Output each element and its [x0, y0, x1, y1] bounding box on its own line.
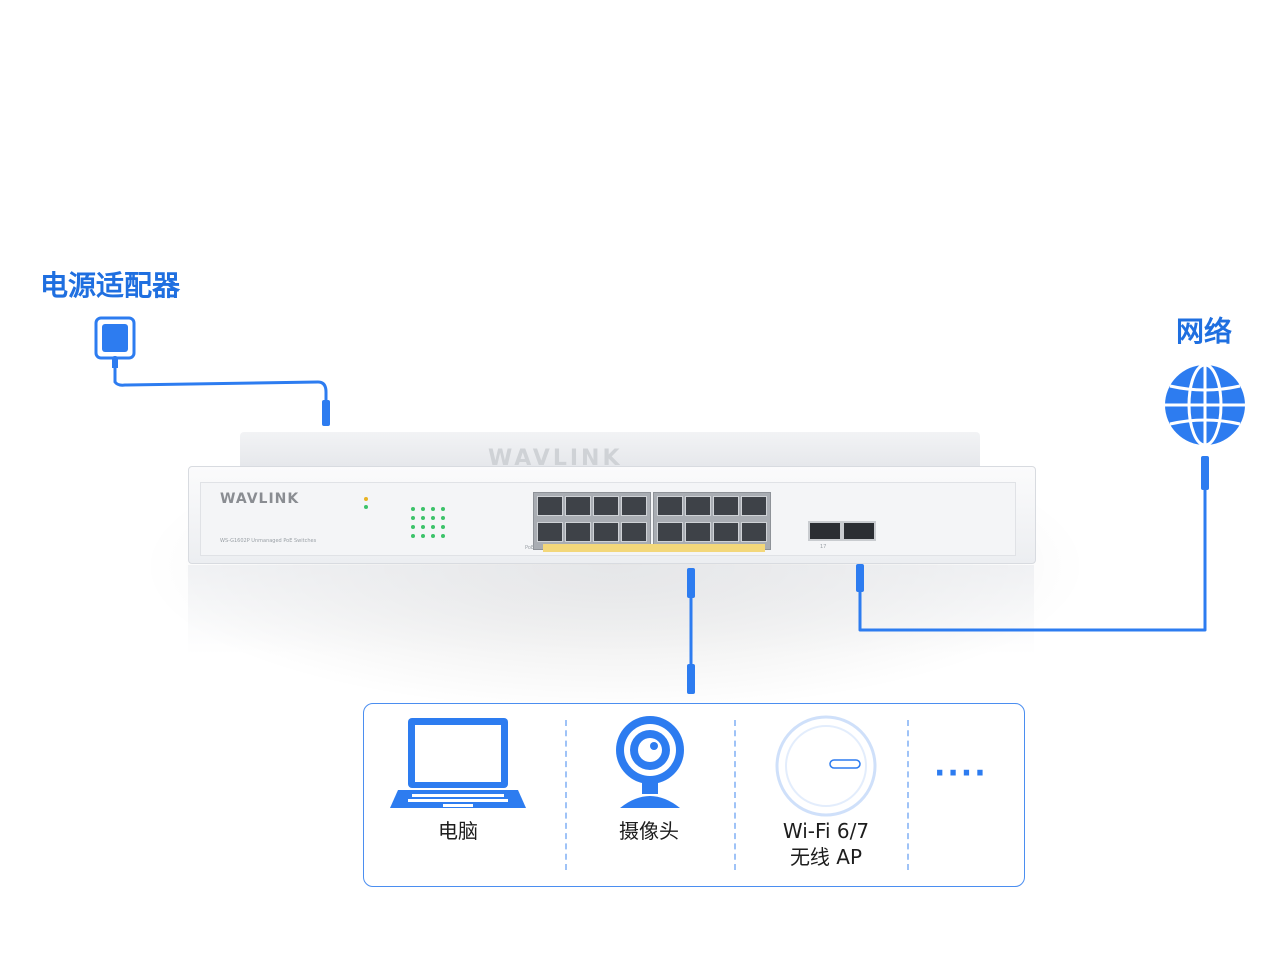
- port-led: [431, 516, 435, 520]
- port-led: [441, 507, 445, 511]
- access-point-icon: [775, 715, 877, 817]
- port-led: [411, 516, 415, 520]
- rj45-port[interactable]: [713, 496, 739, 516]
- power-cable-plug: [322, 400, 330, 426]
- port-led: [431, 525, 435, 529]
- globe-icon: [1165, 363, 1245, 447]
- sfp-port-1[interactable]: [808, 521, 842, 541]
- switch-brand-logo: WAVLINK: [220, 491, 300, 507]
- port-led: [441, 534, 445, 538]
- device-label-computer: 电脑: [438, 819, 478, 843]
- poe-indicator-strip: [543, 544, 765, 552]
- camera-icon: [616, 716, 684, 808]
- rj45-port[interactable]: [741, 522, 767, 542]
- downlink-cable-plug-bottom: [687, 664, 695, 694]
- laptop-icon: [390, 718, 526, 808]
- rj45-port[interactable]: [537, 496, 563, 516]
- rj45-port[interactable]: [621, 496, 647, 516]
- switch-reflection: [188, 565, 1034, 655]
- rj45-port[interactable]: [741, 496, 767, 516]
- port-led: [421, 525, 425, 529]
- rj45-port[interactable]: [593, 496, 619, 516]
- device-label-camera: 摄像头: [619, 819, 679, 843]
- poe-mark: PoE: [525, 545, 535, 551]
- rj45-port[interactable]: [565, 496, 591, 516]
- downlink-cable-plug-top: [687, 568, 695, 598]
- rj45-port[interactable]: [685, 522, 711, 542]
- rj45-port[interactable]: [621, 522, 647, 542]
- port-led: [411, 507, 415, 511]
- sfp-cable-plug: [856, 564, 864, 592]
- rj45-port[interactable]: [713, 522, 739, 542]
- rj45-port[interactable]: [565, 522, 591, 542]
- link-led: [364, 505, 368, 509]
- rj45-port[interactable]: [657, 496, 683, 516]
- device-label-wifi-line1: Wi-Fi 6/7: [782, 819, 870, 843]
- port-led: [421, 516, 425, 520]
- switch-model-text: WS-G1602P Unmanaged PoE Switches: [220, 538, 317, 544]
- device-label-wifi: Wi-Fi 6/7 无线 AP: [766, 818, 886, 870]
- power-adapter-label: 电源适配器: [40, 269, 181, 302]
- divider-1: [565, 720, 567, 870]
- port-led: [411, 534, 415, 538]
- port-led: [421, 534, 425, 538]
- port-led: [441, 525, 445, 529]
- rj45-port[interactable]: [657, 522, 683, 542]
- switch-top-panel: [240, 432, 980, 472]
- power-led: [364, 497, 368, 501]
- more-devices-indicator: ····: [934, 756, 988, 791]
- sfp-label: 17: [820, 544, 827, 550]
- rj45-port[interactable]: [593, 522, 619, 542]
- rj45-port[interactable]: [537, 522, 563, 542]
- network-label: 网络: [1176, 315, 1233, 348]
- device-label-wifi-line2: 无线 AP: [789, 845, 863, 869]
- rj45-port[interactable]: [685, 496, 711, 516]
- divider-3: [907, 720, 909, 870]
- port-led: [441, 516, 445, 520]
- port-led: [421, 507, 425, 511]
- port-led: [411, 525, 415, 529]
- divider-2: [734, 720, 736, 870]
- uplink-cable: [858, 462, 1207, 632]
- port-led: [431, 534, 435, 538]
- uplink-cable-plug: [1201, 456, 1209, 490]
- power-cable: [113, 356, 328, 424]
- port-led: [431, 507, 435, 511]
- sfp-port-2[interactable]: [842, 521, 876, 541]
